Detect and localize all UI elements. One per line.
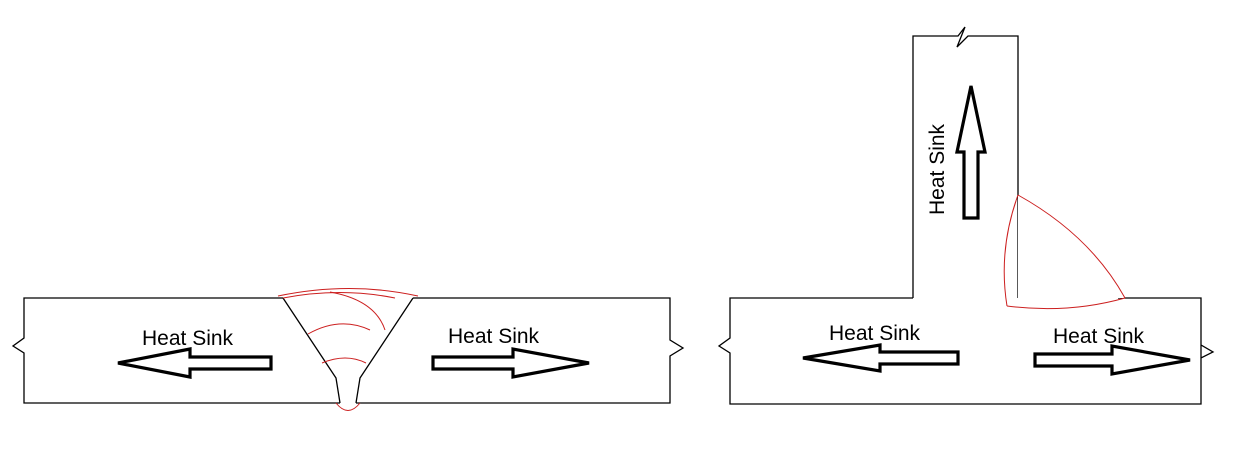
tee-right-heat-sink: Heat Sink xyxy=(1033,325,1191,376)
tee-stem-label: Heat Sink xyxy=(926,123,949,215)
butt-joint-left-plate xyxy=(11,297,340,404)
tee-joint: Heat Sink Heat Sink Heat Sink xyxy=(717,26,1215,405)
butt-right-label: Heat Sink xyxy=(448,325,540,348)
butt-left-heat-sink: Heat Sink xyxy=(117,327,273,379)
tee-stem-plate xyxy=(912,26,1019,298)
butt-joint: Heat Sink Heat Sink xyxy=(11,288,685,411)
tee-stem-heat-sink: Heat Sink xyxy=(926,85,987,220)
tee-right-label: Heat Sink xyxy=(1053,325,1145,348)
right-arrow-icon xyxy=(1033,344,1191,376)
tee-left-heat-sink: Heat Sink xyxy=(802,322,960,373)
butt-left-label: Heat Sink xyxy=(142,327,234,350)
fillet-weld-bead xyxy=(1003,194,1126,310)
v-groove-bevel xyxy=(282,297,414,404)
butt-weld-bead xyxy=(277,288,419,411)
tee-left-label: Heat Sink xyxy=(829,322,921,345)
left-arrow-icon xyxy=(802,343,960,373)
tee-base-plate xyxy=(717,297,1215,405)
butt-right-heat-sink: Heat Sink xyxy=(431,325,590,379)
left-arrow-icon xyxy=(117,347,273,379)
butt-joint-right-plate xyxy=(356,297,685,404)
right-arrow-icon xyxy=(431,347,590,379)
up-arrow-icon xyxy=(955,85,987,220)
